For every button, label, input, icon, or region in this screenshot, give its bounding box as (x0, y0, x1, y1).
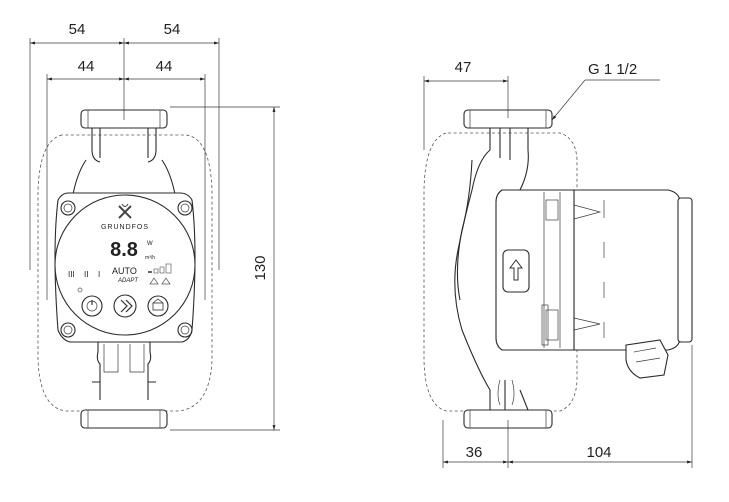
side-motor-fins (573, 200, 605, 338)
flow-arrow-icon (502, 249, 530, 293)
power-button-icon[interactable] (81, 295, 103, 317)
mode-auto-label: AUTO (112, 266, 137, 276)
unit-power: W (147, 241, 153, 247)
curve-mark-2: II (84, 270, 88, 279)
front-envelope-outline (37, 134, 213, 412)
curve-mark-3: III (68, 270, 75, 279)
sun-indicator-icon (77, 287, 83, 293)
dim-side-bottom-left: 36 (466, 444, 483, 461)
night-mode-icons (149, 277, 171, 285)
front-lower-neck (96, 342, 152, 400)
front-bottom-flange (80, 409, 168, 429)
dim-front-left-outer: 54 (69, 21, 86, 38)
front-top-neck (91, 128, 157, 163)
dim-front-right-outer: 54 (164, 21, 181, 38)
dim-front-right-inner: 44 (156, 58, 173, 75)
side-connector (625, 339, 669, 379)
thread-label: G 1 1/2 (588, 61, 637, 78)
side-motor-endcap (677, 197, 693, 343)
dim-front-left-inner: 44 (78, 58, 95, 75)
front-view: GRUNDFOS 8.8 W m³/h III II I AUTO ADAPT (29, 21, 280, 431)
side-dimensions (423, 76, 693, 468)
front-dimensions (29, 38, 280, 431)
dim-front-height: 130 (252, 255, 269, 280)
display-value: 8.8 (110, 239, 138, 261)
curve-mark-1: I (98, 270, 100, 279)
unit-flow: m³/h (145, 255, 155, 261)
arrow-right-button-icon[interactable] (113, 294, 137, 318)
side-envelope-outline (423, 132, 578, 412)
side-pipe-body (454, 128, 491, 410)
mode-button-icon[interactable] (147, 295, 169, 317)
grundfos-logo-icon (118, 203, 132, 219)
brand-label: GRUNDFOS (101, 224, 149, 231)
front-screws (60, 200, 193, 338)
curve-bars-icon (148, 263, 172, 274)
side-view: 47 36 104 G 1 1/2 (423, 59, 693, 468)
dim-side-bottom-right: 104 (586, 444, 611, 461)
mode-adapt-label: ADAPT (117, 278, 139, 284)
dim-side-top: 47 (455, 59, 472, 76)
front-pump-housing (71, 159, 177, 330)
front-control-face (54, 194, 196, 336)
